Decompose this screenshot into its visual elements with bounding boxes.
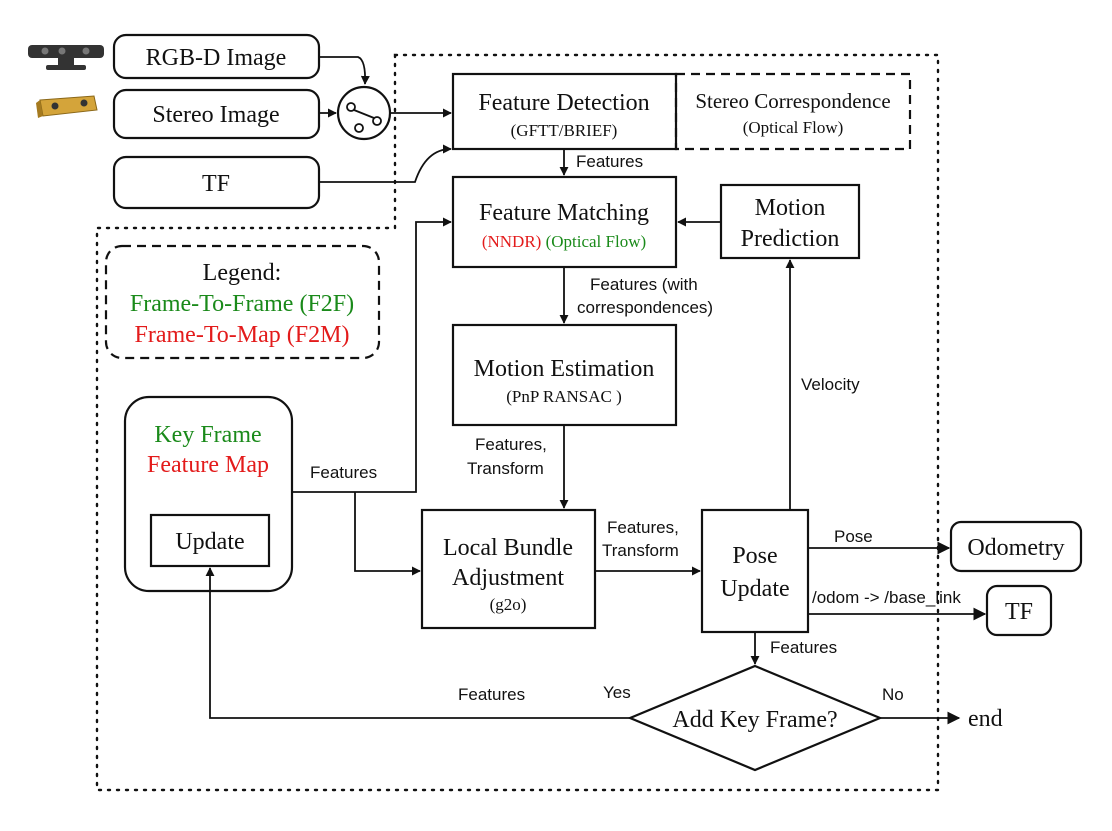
update-label: Update bbox=[175, 529, 244, 555]
stereo-image-box bbox=[112, 88, 321, 140]
rgbd-camera-icon bbox=[28, 45, 104, 70]
stereo-correspondence-title: Stereo Correspondence bbox=[695, 89, 890, 113]
pose-update-line2: Update bbox=[720, 576, 789, 602]
update-box bbox=[149, 513, 271, 568]
feature-matching-title: Feature Matching bbox=[479, 200, 649, 226]
tf-output-label: TF bbox=[1005, 599, 1033, 625]
edge-label-no: No bbox=[882, 685, 904, 704]
edge-label-transform-1: Transform bbox=[467, 459, 544, 478]
end-label: end bbox=[968, 706, 1003, 732]
legend-f2m: Frame-To-Map (F2M) bbox=[135, 322, 350, 348]
edge-label-features-with: Features (with bbox=[590, 275, 698, 294]
edge-label-velocity: Velocity bbox=[801, 375, 860, 394]
edge-label-features-2: Features, bbox=[607, 518, 679, 537]
feature-map-label: Feature Map bbox=[147, 452, 269, 478]
motion-prediction-line2: Prediction bbox=[741, 226, 840, 252]
local-ba-line2: Adjustment bbox=[452, 565, 564, 591]
keyframe-to-bundle-arrow bbox=[354, 492, 421, 576]
feature-matching-sub-f2m: (NNDR) bbox=[482, 232, 542, 251]
stereo-correspondence-box bbox=[674, 72, 912, 151]
pose-update-box bbox=[700, 508, 810, 634]
feature-detection-title: Feature Detection bbox=[478, 90, 649, 116]
odometry-box bbox=[949, 520, 1083, 573]
edge-label-odom-tf: /odom -> /base_link bbox=[812, 588, 961, 607]
tf-to-detection-arrow bbox=[319, 144, 452, 183]
stereo-camera-icon bbox=[36, 95, 98, 118]
local-bundle-adjustment-box bbox=[420, 508, 597, 630]
legend-f2f: Frame-To-Frame (F2F) bbox=[130, 291, 354, 317]
motion-prediction-line1: Motion bbox=[755, 195, 826, 221]
edge-label-yes: Yes bbox=[603, 683, 631, 702]
add-key-frame-decision bbox=[627, 664, 883, 772]
edge-label-features-keyframe: Features bbox=[310, 463, 377, 482]
motion-estimation-sub: (PnP RANSAC ) bbox=[506, 387, 622, 406]
feature-matching-box bbox=[451, 175, 678, 269]
motion-estimation-title: Motion Estimation bbox=[474, 356, 655, 382]
edge-label-features-yes: Features bbox=[458, 685, 525, 704]
edge-label-features-1: Features, bbox=[475, 435, 547, 454]
key-frame-label: Key Frame bbox=[154, 422, 261, 448]
decision-yes-to-update-arrow bbox=[205, 567, 630, 719]
legend-title: Legend: bbox=[203, 260, 282, 286]
motion-estimation-box bbox=[451, 323, 678, 427]
stereo-correspondence-sub: (Optical Flow) bbox=[743, 118, 844, 137]
odometry-label: Odometry bbox=[967, 535, 1064, 561]
rgbd-to-switch-arrow bbox=[319, 56, 370, 85]
local-ba-sub: (g2o) bbox=[490, 595, 527, 614]
feature-matching-sub: (NNDR) (Optical Flow) bbox=[482, 232, 646, 251]
rgbd-image-label: RGB-D Image bbox=[146, 45, 287, 71]
feature-matching-sub-f2f: (Optical Flow) bbox=[546, 232, 647, 251]
feature-detection-box bbox=[451, 72, 678, 151]
tf-input-label: TF bbox=[202, 171, 230, 197]
edge-label-correspondences: correspondences) bbox=[577, 298, 713, 317]
motion-prediction-box bbox=[719, 183, 861, 260]
decision-label: Add Key Frame? bbox=[672, 707, 837, 733]
edge-label-pose: Pose bbox=[834, 527, 873, 546]
keyframe-to-matching-arrow bbox=[292, 217, 452, 493]
feature-detection-sub: (GFTT/BRIEF) bbox=[511, 121, 618, 140]
tf-output-box bbox=[985, 584, 1053, 637]
legend-box bbox=[104, 244, 381, 360]
local-ba-line1: Local Bundle bbox=[443, 535, 573, 561]
stereo-image-label: Stereo Image bbox=[152, 102, 279, 128]
dotted-region-boundary bbox=[95, 53, 940, 792]
pose-update-line1: Pose bbox=[732, 543, 777, 569]
input-switch-icon bbox=[336, 85, 392, 141]
edge-label-transform-2: Transform bbox=[602, 541, 679, 560]
edge-label-features-detect-match: Features bbox=[576, 152, 643, 171]
edge-label-features-pose-decision: Features bbox=[770, 638, 837, 657]
